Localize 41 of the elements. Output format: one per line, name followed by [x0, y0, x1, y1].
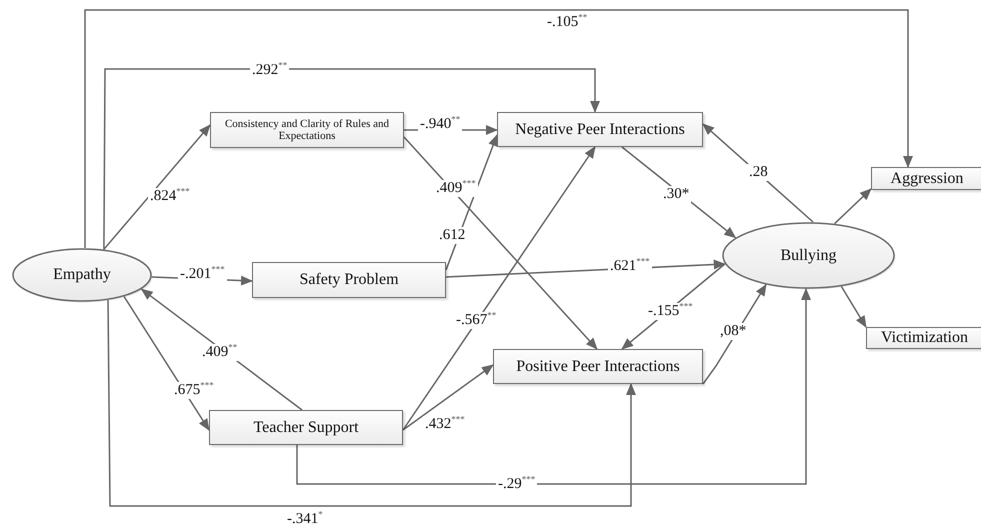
- rectangle-node: [493, 349, 703, 384]
- arrow: [103, 68, 600, 250]
- arrow: [840, 286, 867, 328]
- edge-label: .675$^{***}$: [172, 382, 216, 399]
- edge-label: -.201$^{***}$: [178, 266, 227, 283]
- arrow: [834, 188, 872, 224]
- arrow: [103, 124, 211, 250]
- arrow: [107, 300, 636, 507]
- edge-label: .612: [437, 227, 468, 244]
- edge-label: -.155$^{***}$: [646, 303, 695, 320]
- node-label: Teacher Support: [253, 418, 359, 436]
- arrow: [123, 296, 210, 431]
- rectangle-node: [209, 410, 403, 445]
- rectangle-node: [252, 262, 446, 298]
- edge-label: .30*: [661, 186, 692, 203]
- edge-label: .409$^{**}$: [200, 344, 240, 361]
- edge-label: .409$^{***}$: [434, 180, 478, 197]
- node-label: Safety Problem: [299, 271, 399, 289]
- node-label: Empathy: [53, 266, 111, 284]
- arrow: [702, 123, 814, 223]
- edge-label: .28: [747, 164, 770, 181]
- ellipse-node: [12, 248, 152, 302]
- node-label: Positive Peer Interactions: [516, 358, 680, 376]
- arrow: [403, 136, 598, 350]
- arrow: [402, 364, 494, 431]
- edge-label: -.567$^{**}$: [454, 312, 498, 329]
- rectangle-node: [866, 327, 981, 349]
- arrow: [402, 146, 596, 430]
- ellipse-node: [722, 222, 895, 289]
- node-label: Bullying: [780, 246, 836, 264]
- node-label: Consistency and Clarity of Rules and Expectations: [224, 118, 390, 142]
- node-label: Victimization: [880, 329, 968, 347]
- edge-label: -.940$^{**}$: [418, 116, 462, 133]
- rectangle-node: [210, 112, 404, 148]
- edge-label: ,08*: [718, 323, 748, 340]
- rectangle-node: [497, 112, 703, 147]
- node-label: Aggression: [890, 170, 964, 188]
- arrow: [84, 9, 913, 248]
- arrow: [296, 288, 811, 485]
- node-label: Negative Peer Interactions: [515, 120, 685, 138]
- rectangle-node: [871, 167, 981, 190]
